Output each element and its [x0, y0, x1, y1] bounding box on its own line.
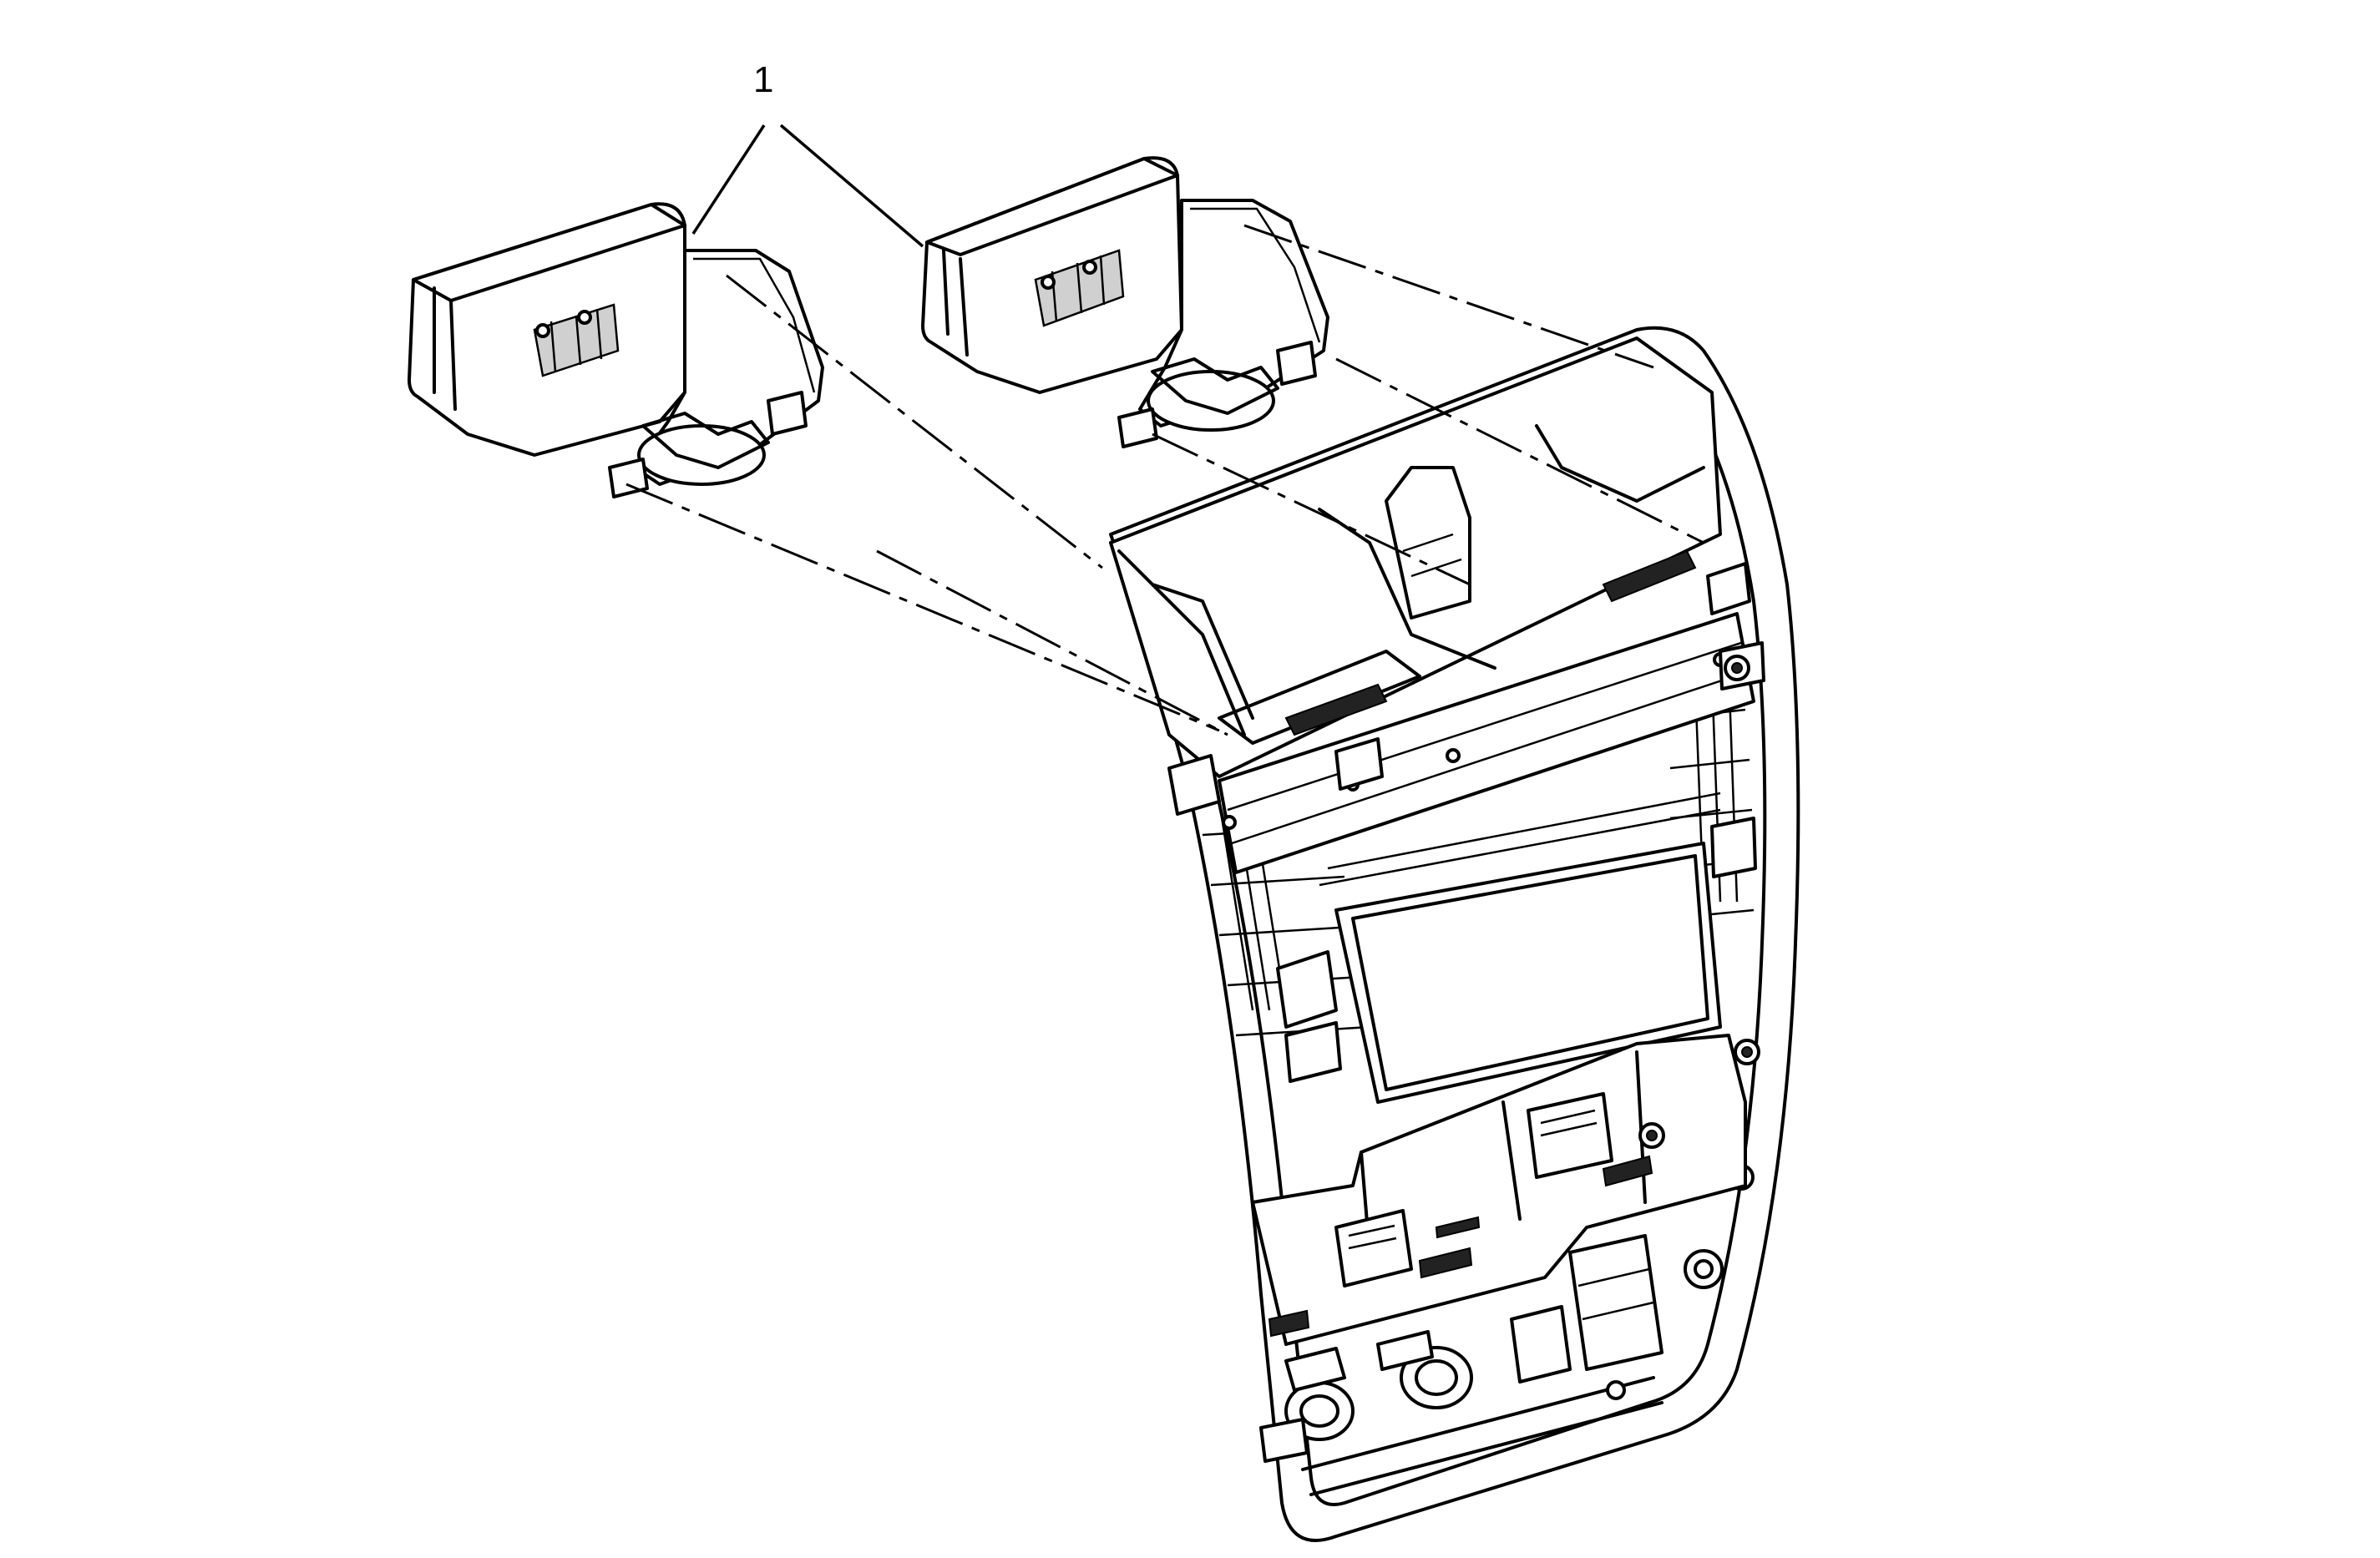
- callout-1-leaders: [691, 124, 924, 248]
- air-outlet-left: [408, 202, 824, 498]
- instrument-panel-bezel: [1109, 326, 1800, 1542]
- air-outlet-right: [921, 156, 1329, 448]
- alignment-lines: [625, 224, 1704, 736]
- callout-1-label: 1: [753, 59, 774, 100]
